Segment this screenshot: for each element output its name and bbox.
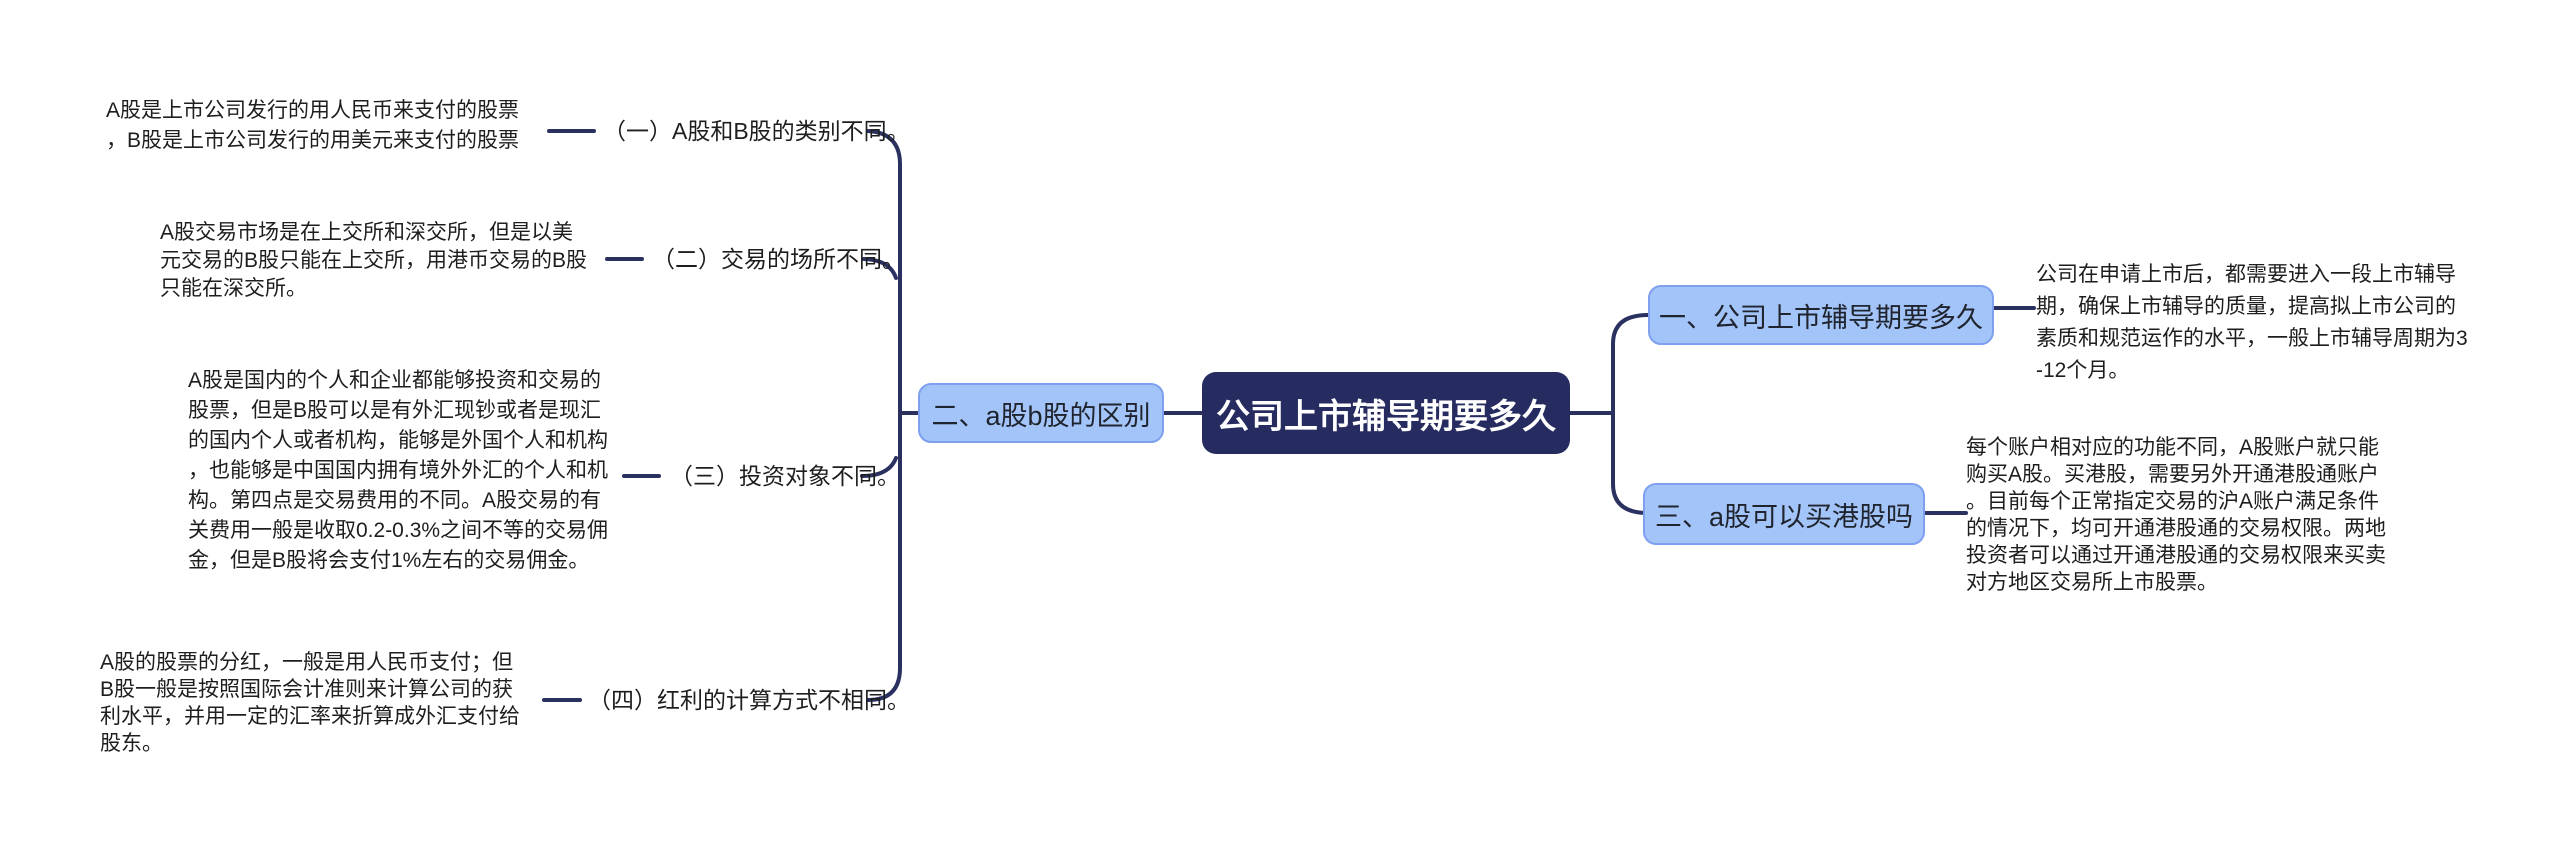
- branch-node-a-share-buy-hk[interactable]: 三、a股可以买港股吗: [1643, 483, 1925, 545]
- note-dividend-calculation[interactable]: A股的股票的分红，一般是用人民币支付；但B股一般是按照国际会计准则来计算公司的获…: [100, 651, 520, 755]
- note-category-difference[interactable]: A股是上市公司发行的用人民币来支付的股票，B股是上市公司发行的用美元来支付的股票: [106, 99, 520, 152]
- right-spine: [1611, 313, 1650, 515]
- branch-node-ipo-coaching-period[interactable]: 一、公司上市辅导期要多久: [1648, 285, 1994, 345]
- center-topic-node[interactable]: 公司上市辅导期要多久: [1202, 372, 1570, 454]
- subtopic-label-2[interactable]: （二）交易的场所不同。: [652, 246, 905, 272]
- subtopic-label-3[interactable]: （三）投资对象不同。: [670, 463, 900, 489]
- left-spine: [866, 129, 902, 702]
- note-trading-venue[interactable]: A股交易市场是在上交所和深交所，但是以美元交易的B股只能在上交所，用港币交易的B…: [160, 221, 588, 300]
- note-coaching-period-detail[interactable]: 公司在申请上市后，都需要进入一段上市辅导期，确保上市辅导的质量，提高拟上市公司的…: [2036, 263, 2468, 382]
- note-investor-scope[interactable]: A股是国内的个人和企业都能够投资和交易的股票，但是B股可以是有外汇现钞或者是现汇…: [188, 369, 609, 572]
- subtopic-label-4[interactable]: （四）红利的计算方式不相同。: [588, 687, 910, 713]
- branch-node-ab-share-difference[interactable]: 二、a股b股的区别: [918, 383, 1164, 443]
- left-hook-3: [860, 456, 898, 478]
- note-hk-stock-connect-detail[interactable]: 每个账户相对应的功能不同，A股账户就只能购买A股。买港股，需要另外开通港股通账户…: [1966, 436, 2386, 594]
- subtopic-label-1[interactable]: （一）A股和B股的类别不同。: [603, 118, 910, 144]
- left-hook-2: [862, 257, 898, 280]
